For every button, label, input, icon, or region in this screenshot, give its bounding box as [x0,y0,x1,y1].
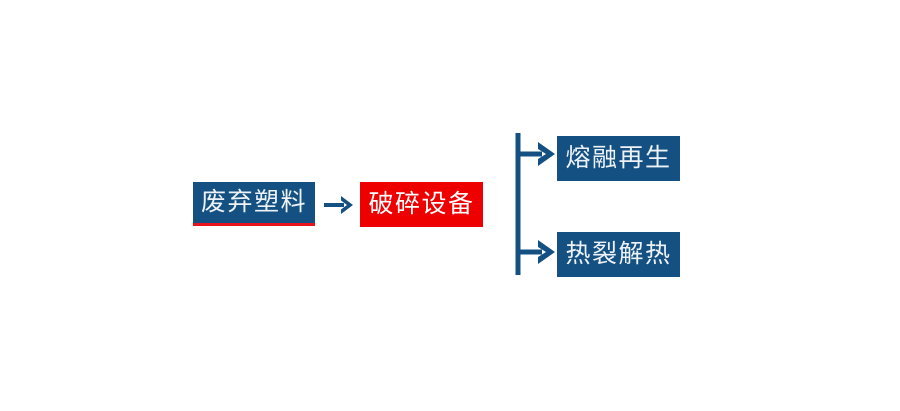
branch-connector-icon [508,128,566,280]
flow-node-crusher-label: 破碎设备 [368,190,475,218]
flow-node-source-label: 废弃塑料 [200,188,307,216]
flow-node-source[interactable]: 废弃塑料 [193,182,315,226]
arrow-source-to-crusher-icon [323,191,353,219]
flow-node-output-top[interactable]: 熔融再生 [557,136,680,181]
flow-node-output-bottom-label: 热裂解热 [565,240,672,268]
flow-node-output-bottom[interactable]: 热裂解热 [557,232,680,277]
flow-node-output-top-label: 熔融再生 [565,144,672,172]
flow-node-crusher[interactable]: 破碎设备 [360,182,483,227]
